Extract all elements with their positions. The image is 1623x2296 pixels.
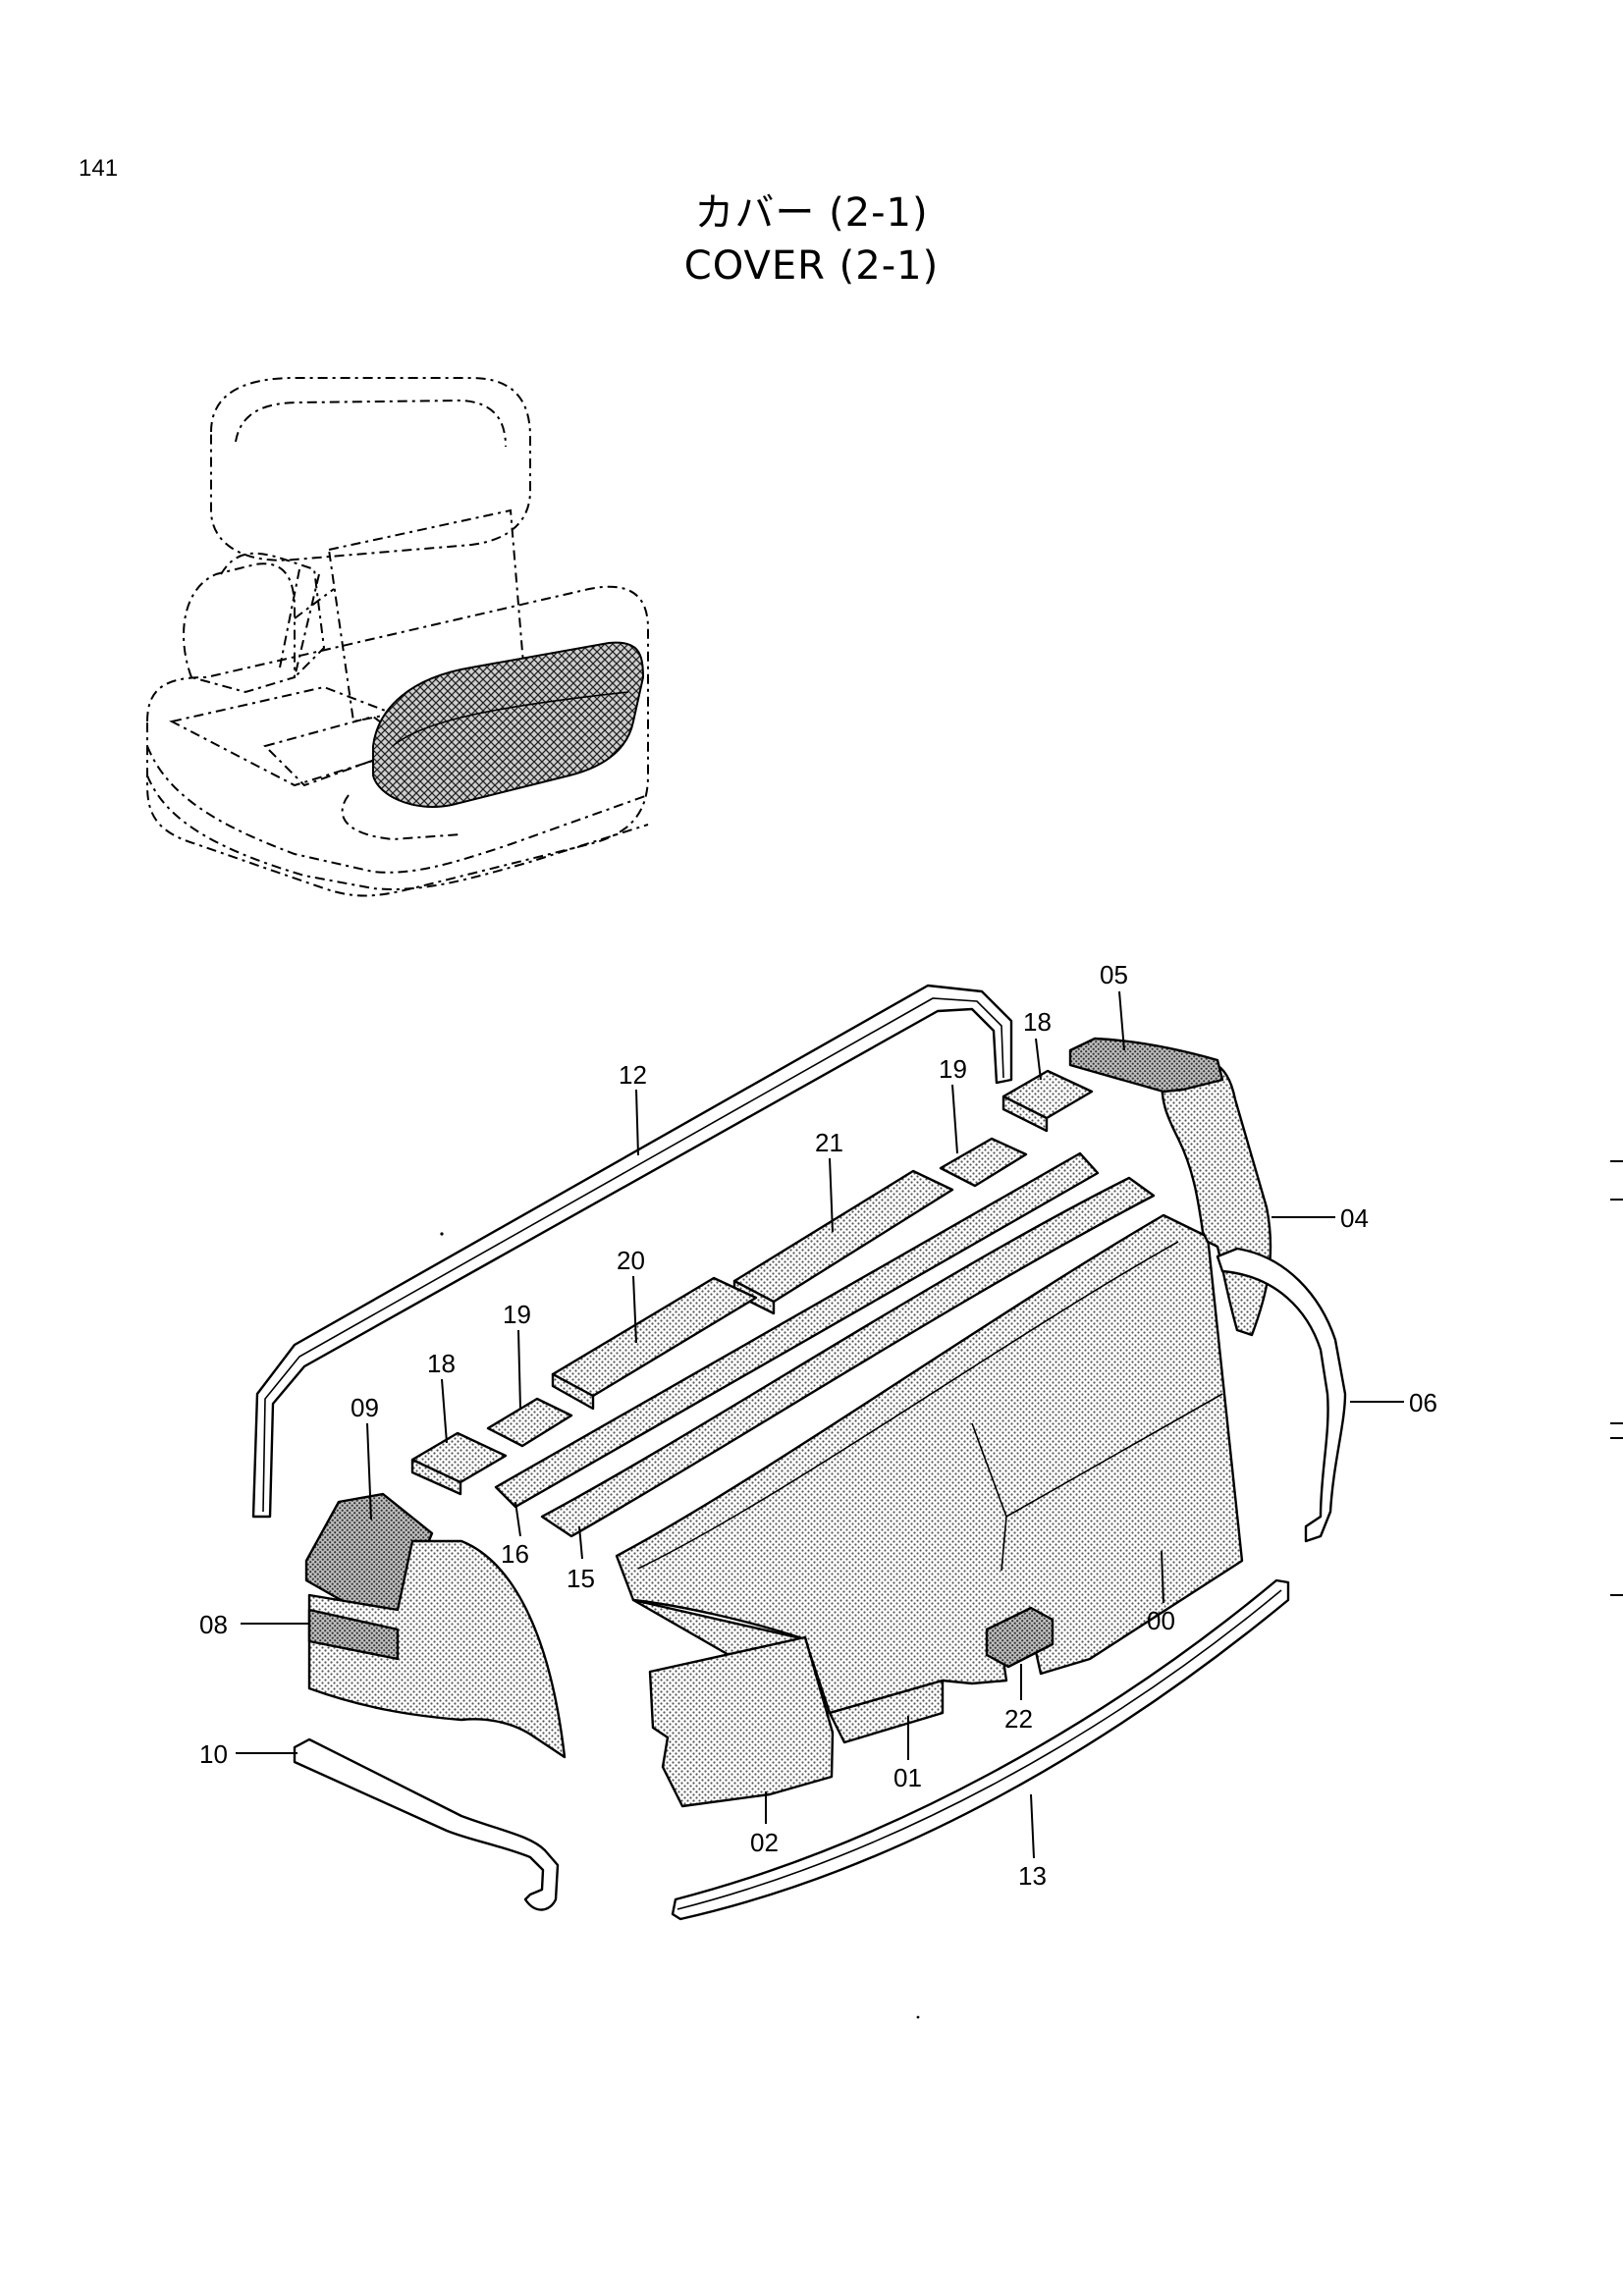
part-13-seal — [671, 1578, 1290, 1921]
part-08-side-panel — [307, 1539, 567, 1759]
callout-05: 05 — [1100, 960, 1128, 989]
part-18-left — [410, 1431, 508, 1496]
part-00-front-face — [1005, 1393, 1223, 1518]
machine-canopy-inner — [235, 399, 507, 448]
machine-cover-ridge — [392, 691, 629, 747]
callout-06: 06 — [1409, 1388, 1437, 1417]
part-00-main-cover — [615, 1213, 1244, 1715]
callout-22: 22 — [1004, 1704, 1033, 1734]
machine-seat — [183, 562, 296, 694]
callout-01: 01 — [893, 1763, 922, 1792]
part-06-seal — [1216, 1247, 1347, 1543]
part-13-inner-line — [676, 1589, 1282, 1910]
callout-04: 04 — [1340, 1203, 1369, 1233]
part-19-left — [486, 1397, 573, 1448]
callout-16: 16 — [501, 1539, 529, 1569]
title-english: COVER (2-1) — [683, 243, 940, 289]
callout-12: 12 — [619, 1060, 647, 1090]
part-16-strip — [494, 1151, 1100, 1509]
machine-lever-left — [279, 568, 335, 678]
machine-base-rim — [146, 745, 649, 874]
page-title: カバー (2-1) COVER (2-1) — [0, 187, 1623, 293]
callout-21: 21 — [815, 1128, 843, 1157]
callout-18-right: 18 — [1023, 1007, 1052, 1037]
callout-13: 13 — [1018, 1861, 1047, 1891]
leader-lines — [236, 990, 1404, 1859]
callout-09: 09 — [351, 1393, 379, 1422]
part-18-right — [1001, 1069, 1094, 1133]
callout-02: 02 — [750, 1828, 779, 1857]
callout-19-right: 19 — [939, 1054, 967, 1084]
part-12-seal-strip — [251, 984, 1013, 1519]
part-19-right — [939, 1137, 1028, 1188]
part-08-face — [307, 1608, 400, 1661]
part-12-inner-line — [262, 997, 1004, 1513]
machine-base-lower-rim — [146, 774, 649, 890]
callout-18-left: 18 — [427, 1349, 456, 1378]
machine-base-outline — [146, 585, 649, 897]
part-02-panel — [648, 1635, 835, 1808]
machine-cover-highlight — [372, 641, 645, 808]
exploded-parts — [251, 984, 1347, 1921]
machine-overview — [146, 377, 649, 897]
callout-19-left: 19 — [503, 1300, 531, 1329]
speck — [916, 2015, 920, 2019]
page-number: 141 — [79, 155, 119, 182]
machine-deck — [169, 685, 456, 787]
callout-labels: 05 18 19 12 21 04 20 19 18 09 06 16 15 0… — [199, 960, 1437, 1891]
machine-seat-back — [220, 552, 326, 678]
part-20-side — [551, 1372, 595, 1411]
title-japanese: カバー (2-1) — [694, 190, 929, 236]
part-15-strip — [540, 1176, 1156, 1538]
part-05 — [1068, 1037, 1224, 1094]
part-21 — [732, 1169, 954, 1304]
part-22 — [985, 1606, 1055, 1669]
callout-15: 15 — [567, 1564, 595, 1593]
page-edge-marks — [1610, 1160, 1623, 1596]
callout-10: 10 — [199, 1739, 228, 1769]
callout-20: 20 — [617, 1246, 645, 1275]
part-10-seal — [293, 1737, 560, 1911]
speck — [440, 1232, 444, 1236]
machine-canopy — [210, 377, 531, 561]
callout-08: 08 — [199, 1610, 228, 1639]
callout-00: 00 — [1147, 1606, 1175, 1635]
machine-front-bumper — [341, 794, 462, 841]
